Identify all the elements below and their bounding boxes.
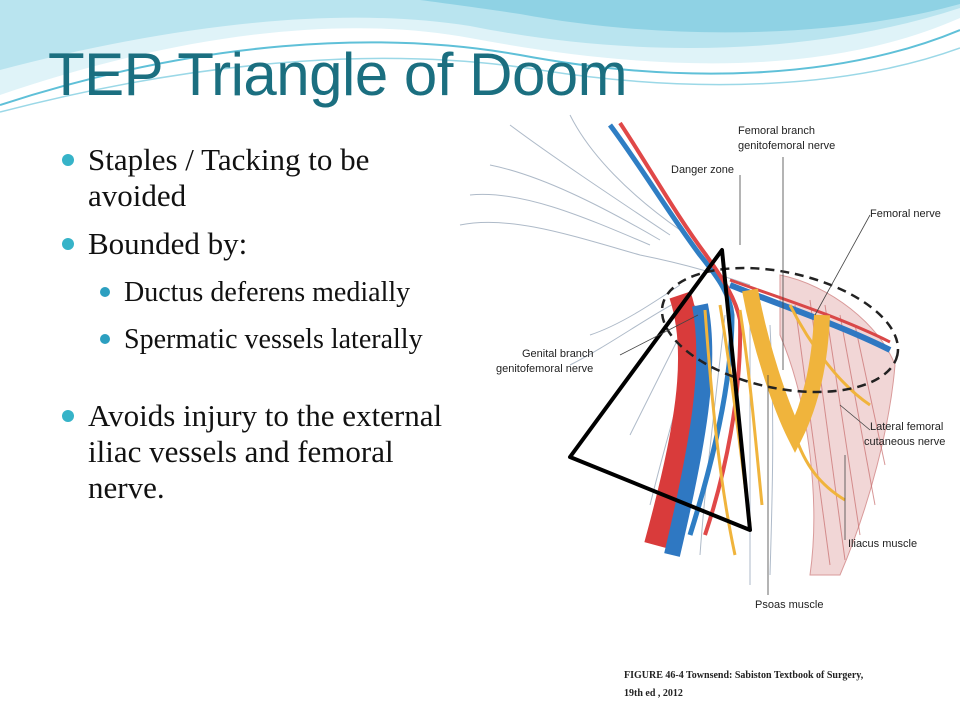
bullet-list: Staples / Tacking to be avoided Bounded … [60, 142, 450, 518]
label-femoral-branch-line2: genitofemoral nerve [738, 140, 835, 152]
bullet-item: Bounded by: [60, 226, 450, 262]
anatomy-illustration: Femoral branch genitofemoral nerve Dange… [459, 114, 945, 611]
slide-title: TEP Triangle of Doom [48, 41, 628, 108]
caption-line: FIGURE 46-4 Townsend: Sabiston Textbook … [624, 670, 864, 681]
label-lateral-femoral-line2: cutaneous nerve [864, 436, 945, 448]
bullet-spacer [60, 368, 450, 398]
label-psoas-muscle: Psoas muscle [755, 599, 823, 611]
header-wave-decoration [0, 0, 960, 113]
caption-line: 19th ed , 2012 [624, 688, 683, 699]
label-femoral-branch: Femoral branch [738, 125, 815, 137]
label-genital-branch-line2: genitofemoral nerve [496, 363, 593, 375]
label-lateral-femoral: Lateral femoral [870, 421, 943, 433]
bullet-item: Avoids injury to the external iliac vess… [60, 398, 450, 506]
sub-bullet-item: Ductus deferens medially [98, 274, 450, 311]
figure-caption: FIGURE 46-4 Townsend: Sabiston Textbook … [624, 667, 944, 703]
label-danger-zone: Danger zone [671, 164, 734, 176]
sub-bullet-item: Spermatic vessels laterally [98, 321, 450, 358]
label-genital-branch: Genital branch [522, 348, 594, 360]
label-femoral-nerve: Femoral nerve [870, 208, 941, 220]
bullet-item: Staples / Tacking to be avoided [60, 142, 450, 214]
label-iliacus-muscle: Iliacus muscle [848, 538, 917, 550]
